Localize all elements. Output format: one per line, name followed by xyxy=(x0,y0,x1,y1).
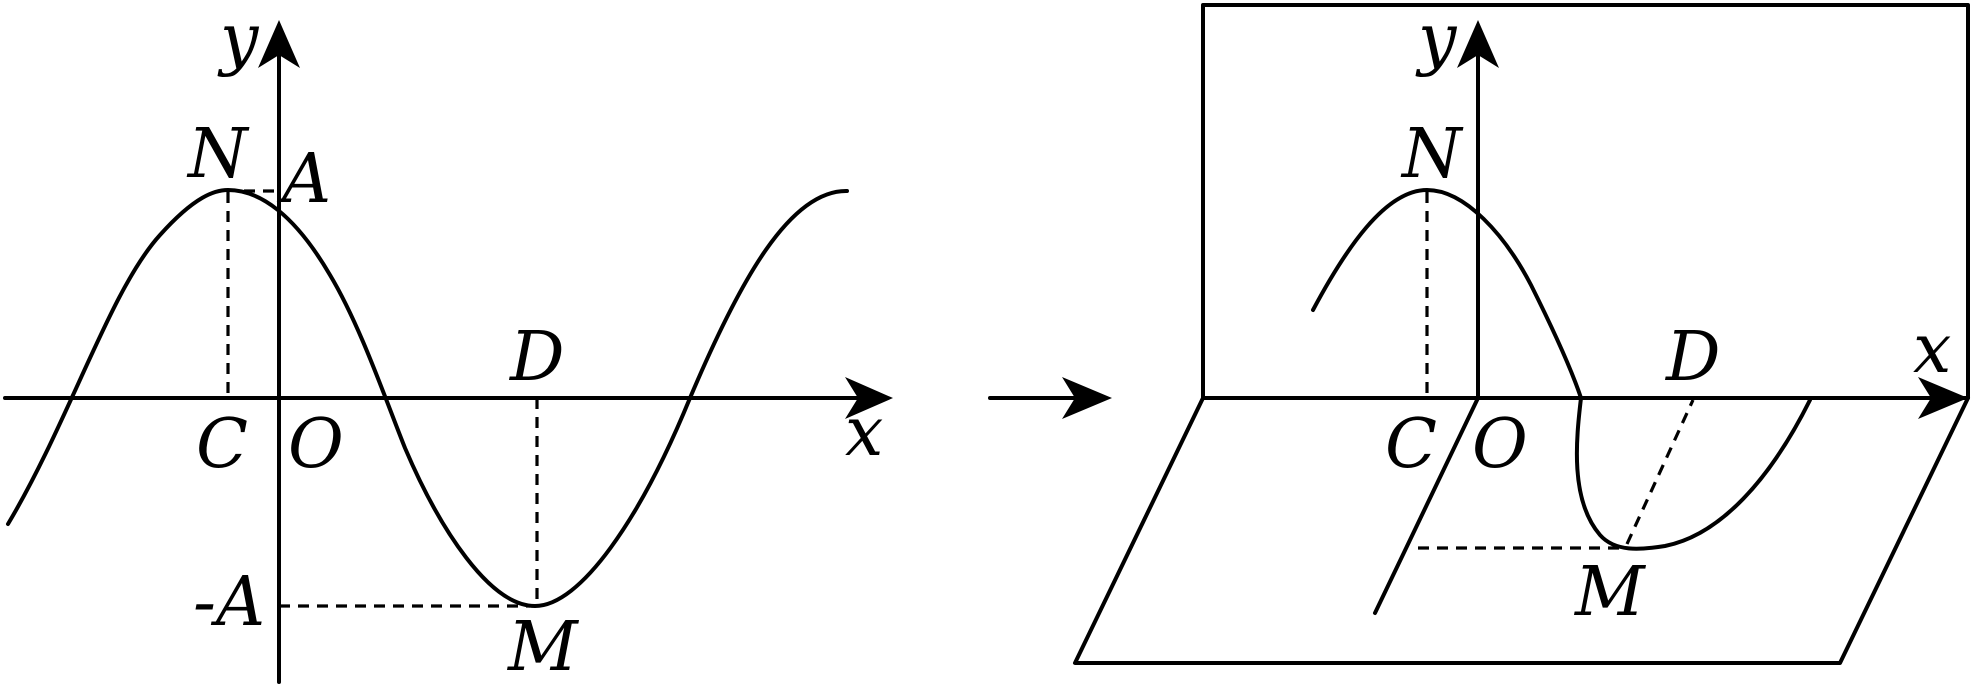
left-label-A: A xyxy=(276,140,331,219)
right-fold-line xyxy=(1373,396,1480,615)
left-label-N: N xyxy=(186,115,250,194)
right-label-M: M xyxy=(1573,553,1647,632)
right-trough-to-D-line xyxy=(1625,399,1695,545)
left-y-axis-arrowhead xyxy=(258,20,300,68)
right-label-D: D xyxy=(1664,318,1721,397)
left-label-D: D xyxy=(508,318,565,397)
horizontal-plane xyxy=(1073,396,1970,665)
left-sine-curve xyxy=(6,188,849,608)
right-label-N: N xyxy=(1400,115,1464,194)
left-label-C: C xyxy=(196,405,248,484)
left-x-axis-arrowhead xyxy=(845,377,893,419)
vertical-plane xyxy=(1201,3,1970,400)
left-label-neg-A: -A xyxy=(193,563,265,642)
left-label-x: x xyxy=(845,393,883,472)
left-label-O: O xyxy=(288,405,344,484)
right-label-x: x xyxy=(1913,310,1951,389)
right-y-axis-arrowhead xyxy=(1457,20,1499,68)
right-x-axis-arrowhead xyxy=(1918,377,1968,419)
right-upper-curve xyxy=(1311,188,1583,400)
right-lower-curve xyxy=(1574,396,1812,551)
right-label-y: y xyxy=(1415,0,1458,79)
right-figure: y N D x C O M xyxy=(1073,0,1970,665)
left-label-y: y xyxy=(217,0,260,79)
transition-arrow xyxy=(988,377,1112,419)
left-label-M: M xyxy=(506,608,580,686)
transition-arrow-head xyxy=(1062,377,1112,419)
right-label-C: C xyxy=(1385,405,1437,484)
right-label-O: O xyxy=(1472,405,1528,484)
left-figure: y N A D C O x -A M xyxy=(3,0,893,686)
